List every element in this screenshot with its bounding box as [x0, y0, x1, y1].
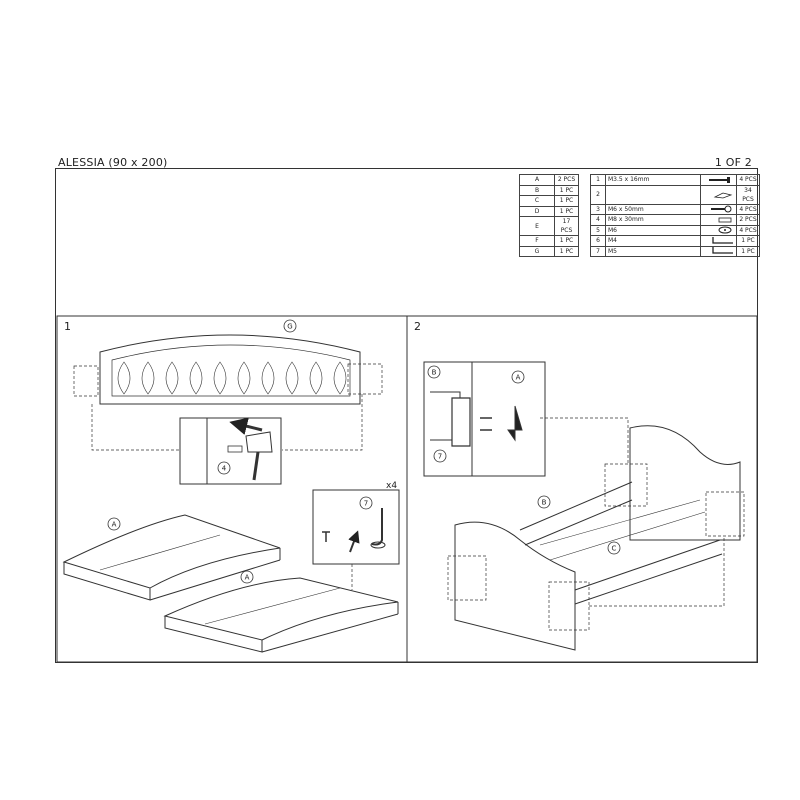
callout-a-1: A — [107, 517, 121, 531]
left-leg-detail — [73, 365, 99, 397]
callout-c: C — [607, 541, 621, 555]
part-quantity: 1 PC — [554, 235, 579, 247]
svg-text:A: A — [516, 374, 521, 382]
hardware-quantity: 2 PCS — [736, 214, 760, 226]
svg-text:B: B — [432, 369, 437, 377]
dowel-icon — [227, 445, 243, 453]
bolt-icon — [322, 531, 330, 542]
svg-text:7: 7 — [364, 500, 368, 508]
part-quantity: 2 PCS — [554, 174, 579, 186]
part-quantity: 1 PC — [554, 195, 579, 207]
step-1-number: 1 — [64, 320, 71, 333]
step-2-number: 2 — [414, 320, 421, 333]
slat-holder-icon — [700, 184, 737, 205]
page-number: 1 OF 2 — [714, 156, 752, 169]
callout-g: G — [283, 319, 297, 333]
step-2-panel — [406, 315, 758, 663]
side-rail-a-2 — [163, 577, 399, 653]
hardware-quantity: 1 PC — [736, 235, 760, 247]
callout-a-2: A — [240, 570, 254, 584]
side-rail-a-1 — [62, 514, 281, 601]
hardware-quantity: 34 PCS — [736, 184, 760, 205]
callout-b-detail: B — [427, 365, 441, 379]
part-quantity: 1 PC — [554, 245, 579, 257]
tuft-diamond — [285, 361, 299, 395]
tuft-diamond — [237, 361, 251, 395]
hardware-quantity: 4 PCS — [736, 203, 760, 215]
hardware-quantity: 1 PC — [736, 245, 760, 257]
part-quantity: 1 PC — [554, 184, 579, 196]
allen-key-detail-box — [312, 489, 400, 565]
tuft-diamond — [117, 361, 131, 395]
part-quantity: 17 PCS — [554, 216, 579, 236]
quantity-multiplier: x4 — [386, 481, 397, 491]
allen-key-icon — [371, 508, 383, 546]
mallet-icon — [245, 431, 273, 453]
svg-text:A: A — [245, 574, 250, 582]
callout-a-detail: A — [511, 370, 525, 384]
callout-7-step1: 7 — [359, 496, 373, 510]
svg-text:G: G — [287, 323, 292, 331]
assembled-bed-frame — [454, 425, 741, 651]
svg-text:C: C — [612, 545, 617, 553]
right-leg-detail — [347, 363, 383, 395]
svg-text:A: A — [112, 521, 117, 529]
hardware-quantity: 4 PCS — [736, 224, 760, 236]
svg-text:7: 7 — [438, 453, 442, 461]
callout-b: B — [537, 495, 551, 509]
metal-bracket-icon — [451, 397, 471, 447]
tuft-diamond — [165, 361, 179, 395]
tuft-diamond — [189, 361, 203, 395]
callout-7-step2: 7 — [433, 449, 447, 463]
callout-4: 4 — [217, 461, 231, 475]
tuft-diamond — [261, 361, 275, 395]
tuft-diamond — [309, 361, 323, 395]
svg-text:4: 4 — [222, 465, 227, 473]
tuft-diamond — [333, 361, 347, 395]
tuft-diamond — [213, 361, 227, 395]
headboard-g — [99, 334, 361, 405]
document-title: ALESSIA (90 x 200) — [58, 156, 168, 169]
svg-text:B: B — [542, 499, 547, 507]
washer-icon — [700, 224, 737, 236]
tuft-diamond — [141, 361, 155, 395]
